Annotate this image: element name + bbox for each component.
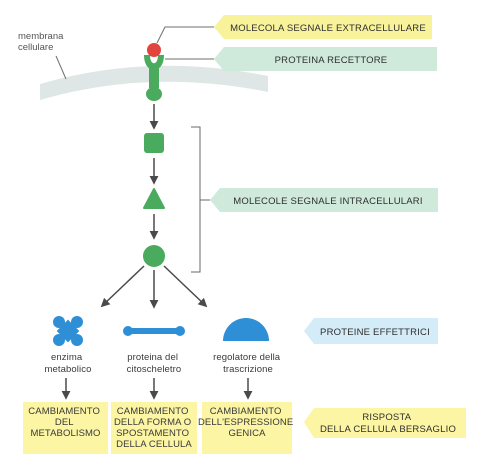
outcome-box-shape [111,402,197,454]
extracellular-signal-label: MOLECOLA SEGNALE EXTRACELLULARE [230,23,426,34]
intracellular-signals-label: MOLECOLE SEGNALE INTRACELLULARI [233,196,422,207]
membrane-label: membrana cellulare [18,31,66,53]
signal-leader-line [156,26,214,44]
outcome-metabolism-text: CAMBIAMENTO DEL METABOLISMO [28,406,102,439]
receptor-protein-label: PROTEINA RECETTORE [275,55,388,66]
metabolic-enzyme-icon [53,316,83,346]
enzyme-label: enzima metabolico [45,352,92,375]
membrane-leader-line [55,55,67,80]
cytoskeleton-label: proteina del citoscheletro [127,352,182,375]
arrow-to-transcription-regulator [163,265,208,308]
intracellular-signals-tag [210,188,438,212]
outcome-shape-text: CAMBIAMENTO DELLA FORMA O SPOSTAMENTO DE… [114,406,194,450]
intracellular-bracket [191,126,201,273]
extracellular-signal-tag [214,15,432,39]
intracellular-signal-triangle [143,188,165,209]
effector-proteins-label: PROTEINE EFFETTRICI [320,327,430,338]
cytoskeleton-protein-icon [123,326,185,336]
cell-membrane [40,65,268,100]
effector-proteins-tag [304,318,438,344]
target-response-tag [304,408,466,438]
transcription-regulator-label: regolatore della trascrizione [213,352,283,375]
receptor-protein [144,55,164,101]
target-response-label: RISPOSTA DELLA CELLULA BERSAGLIO [320,412,456,435]
extracellular-signal-molecule [147,43,161,57]
intracellular-signal-square [144,133,164,153]
outcome-box-metabolism [23,402,108,454]
arrow-to-enzyme [100,265,145,308]
receptor-protein-tag [214,47,437,71]
intracellular-signal-circle [143,245,165,267]
outcome-gene-expression-text: CAMBIAMENTO DELL'ESPRESSIONE GENICA [198,406,296,439]
outcome-box-gene-expression [202,402,292,454]
transcription-regulator-icon [223,318,269,341]
